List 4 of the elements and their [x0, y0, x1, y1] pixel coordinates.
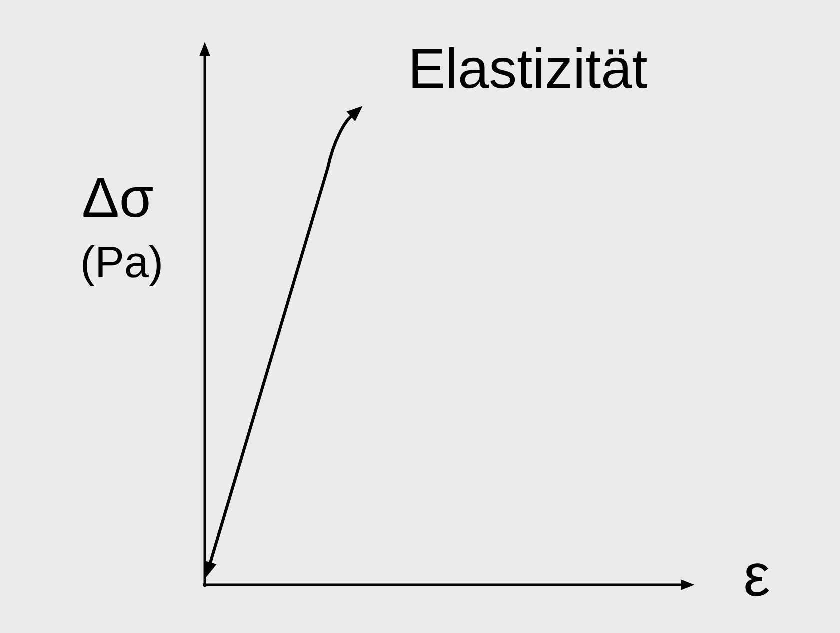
- axis-label: Δσ: [84, 178, 154, 218]
- unit-label: (Pa): [83, 246, 161, 286]
- axis-label: ε: [746, 564, 770, 596]
- curve-label: Elastizität: [412, 47, 648, 89]
